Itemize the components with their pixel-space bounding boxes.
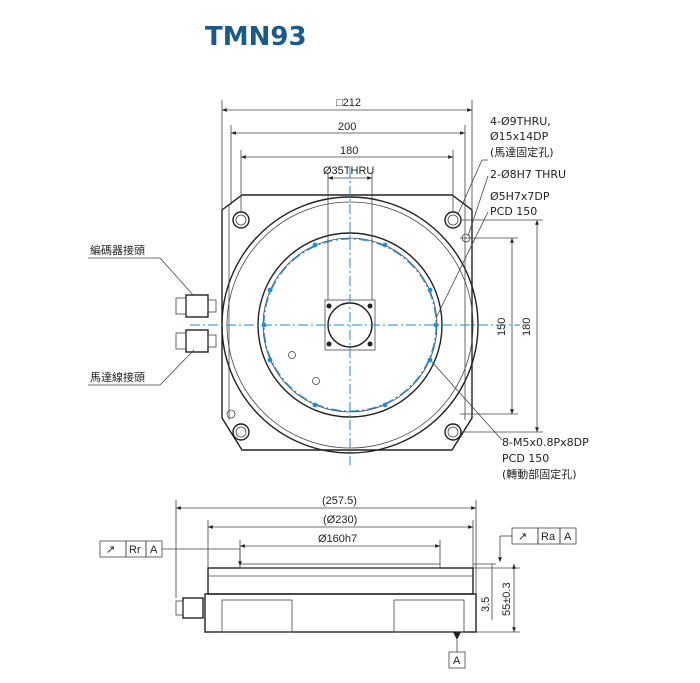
dim-h180: 180	[521, 318, 533, 336]
callout-mount-holes-2: PCD 150	[502, 452, 549, 465]
datum-label: A	[453, 655, 461, 667]
dim-square: □212	[336, 97, 361, 109]
gdt-frame-right: ↗ Ra A	[498, 527, 577, 562]
callout-motor-holes-2: Ø15x14DP	[490, 130, 549, 143]
callout-mount-holes-3: (轉動部固定孔)	[502, 467, 577, 481]
callout-mount-holes-1: 8-M5x0.8Px8DP	[502, 436, 589, 449]
dim-h55: 55±0.3	[501, 582, 513, 616]
callout-pcd-hole-1: Ø5H7x7DP	[490, 190, 550, 203]
callout-motor-holes-1: 4-Ø9THRU,	[490, 115, 551, 128]
pcd-holes	[261, 242, 439, 408]
gdt-left-datum: A	[150, 544, 158, 556]
callout-pcd-hole-2: PCD 150	[490, 205, 537, 218]
gdt-right-label: Ra	[541, 531, 556, 543]
gdt-right-datum: A	[564, 531, 572, 543]
gdt-right-symbol: ↗	[518, 531, 527, 543]
encoder-connector	[175, 294, 217, 318]
gdt-left-label: Rr	[129, 544, 141, 556]
label-encoder: 編碼器接頭	[90, 243, 145, 257]
dim-h35: 3.5	[480, 597, 492, 612]
page-title: TMN93	[205, 22, 307, 52]
gdt-left-symbol: ↗	[106, 544, 115, 556]
gdt-frame-left: ↗ Rr A	[99, 540, 242, 566]
top-view: □212 200 180 Ø35THRU 150 180 4-Ø9THRU, Ø…	[88, 97, 589, 481]
rotor-body	[207, 567, 474, 595]
dim-230: (Ø230)	[323, 514, 357, 526]
label-motor-connector: 馬達線接頭	[90, 370, 145, 384]
side-view: A (257.5) (Ø230) Ø160h7 3.5 55±0.3 ↗ Rr	[99, 495, 577, 669]
dim-200: 200	[338, 121, 356, 133]
dim-thru35: Ø35THRU	[323, 165, 374, 177]
dim-h150: 150	[496, 318, 508, 336]
dim-160: Ø160h7	[318, 533, 357, 545]
callout-motor-holes-3: (馬達固定孔)	[490, 145, 554, 159]
dim-257: (257.5)	[322, 495, 357, 507]
callout-pin-holes: 2-Ø8H7 THRU	[490, 168, 566, 181]
base-body	[204, 593, 477, 633]
dim-180: 180	[340, 145, 358, 157]
motor-connector	[175, 329, 217, 353]
base-outline	[221, 194, 473, 451]
